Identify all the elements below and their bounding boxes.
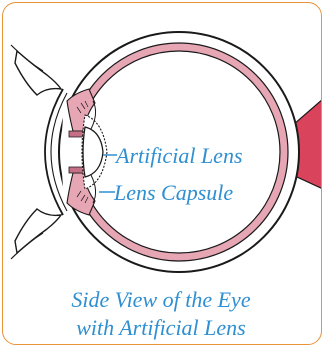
caption-line-1: Side View of the Eye [3,286,319,314]
figure-card: Artificial Lens Lens Capsule Side View o… [2,2,322,345]
label-lens-capsule: Lens Capsule [114,181,233,205]
caption-line-2: with Artificial Lens [3,314,319,342]
label-artificial-lens: Artificial Lens [116,144,243,168]
lower-eyelid [15,209,61,253]
upper-eyelid [15,51,61,95]
